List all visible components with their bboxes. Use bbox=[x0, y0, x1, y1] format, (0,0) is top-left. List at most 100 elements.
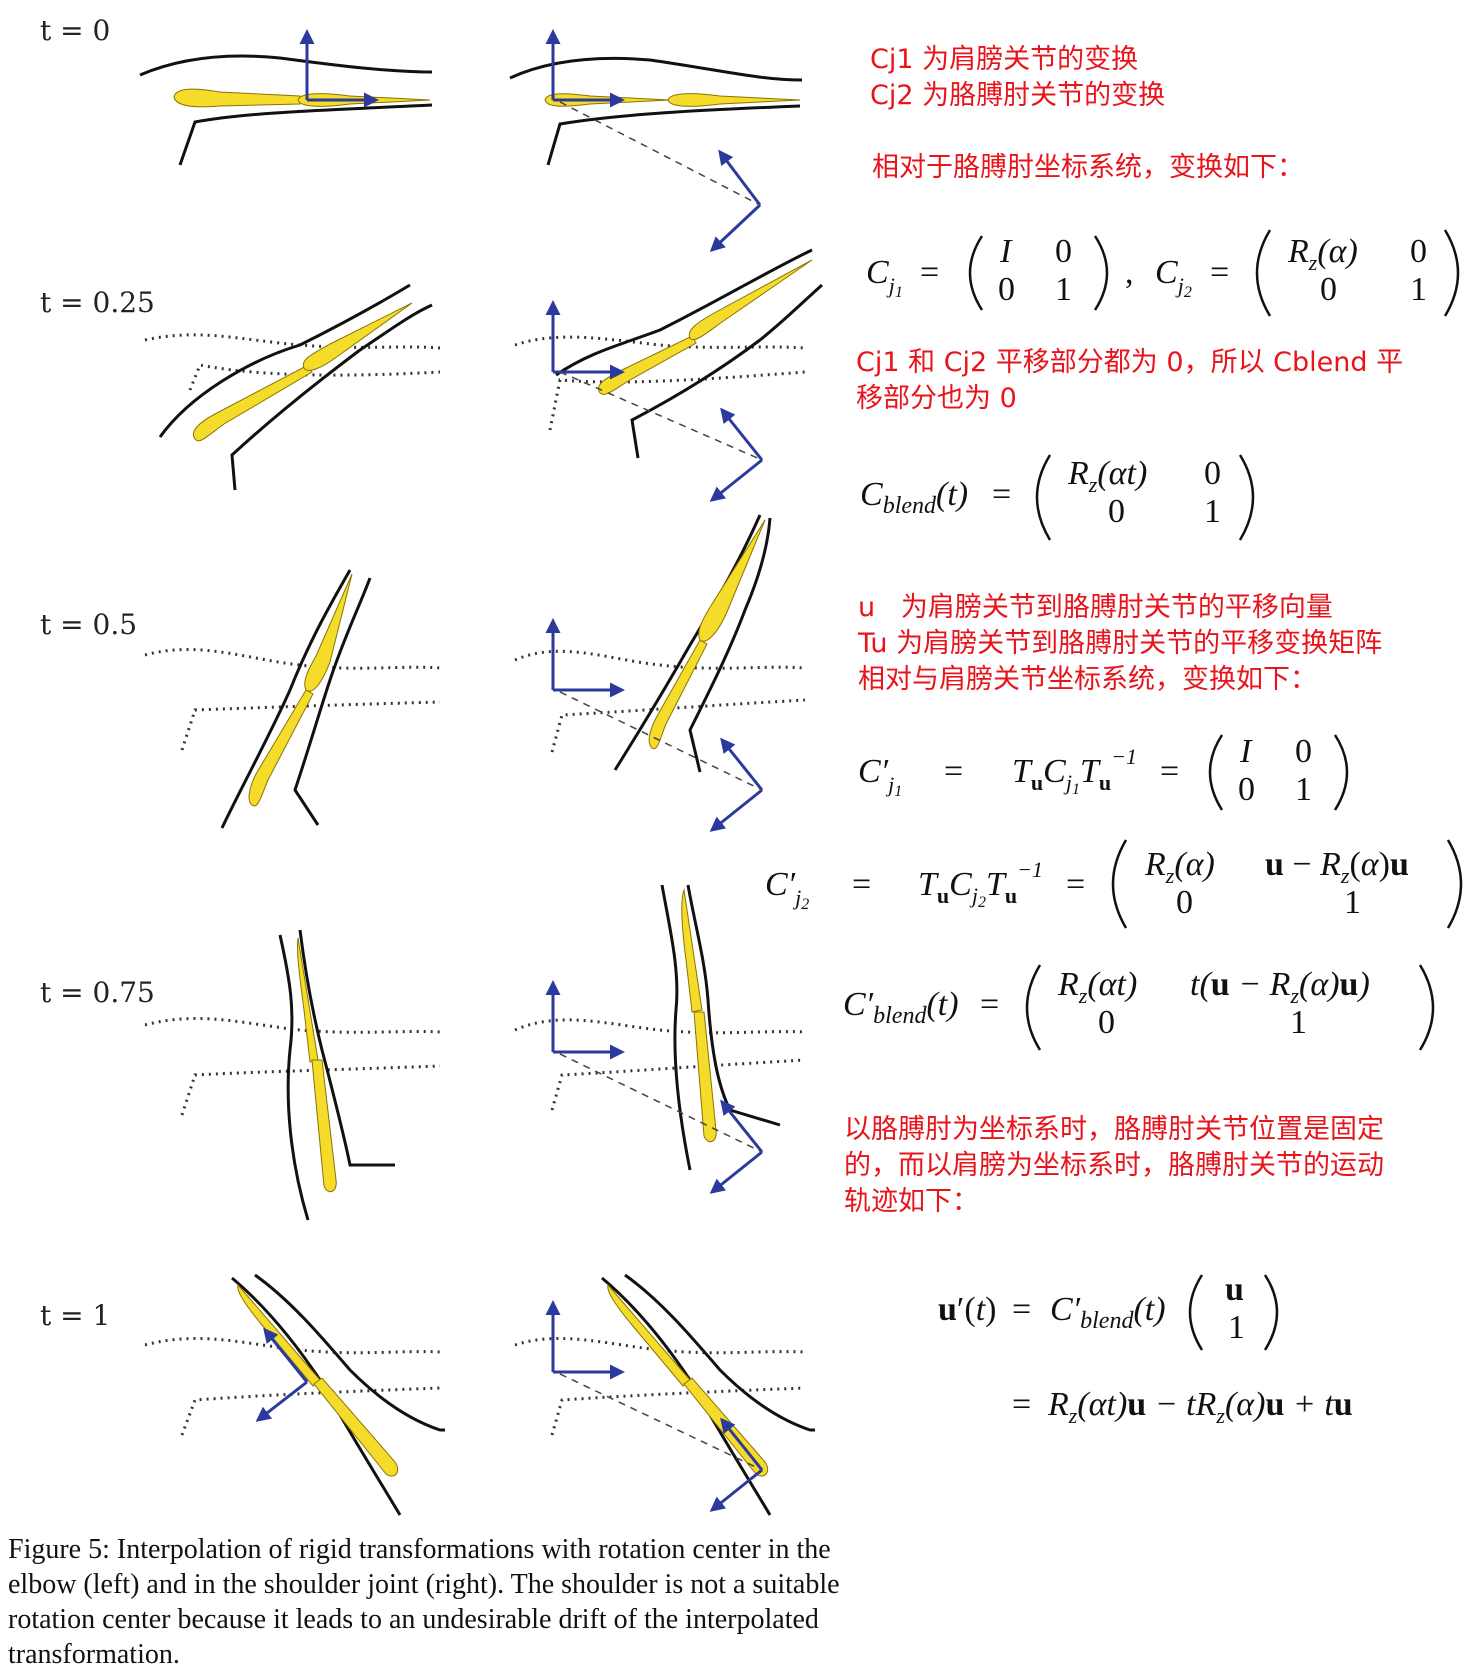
axes-right-t05 bbox=[545, 618, 764, 832]
equation-cj1-prime: C′j1 = TuCj1Tu−1 = I 0 0 1 bbox=[858, 733, 1349, 811]
axes-right-t0 bbox=[545, 29, 762, 253]
time-label-075: t = 0.75 bbox=[40, 976, 155, 1009]
svg-text:Rz(α): Rz(α) bbox=[1144, 846, 1215, 888]
note-relative-elbow: 相对于胳膊肘坐标系统，变换如下： bbox=[872, 152, 1304, 183]
equation-cj1-cj2: Cj1 = I 0 0 1 , Cj2 = Rz(α) 0 0 1 bbox=[866, 229, 1460, 317]
note-translation-zero: Cj1 和 Cj2 平移部分都为 0，所以 Cblend 平 移部分也为 0 bbox=[856, 347, 1404, 414]
svg-text:I: I bbox=[1239, 733, 1253, 770]
svg-text:Cj1: Cj1 bbox=[866, 254, 903, 301]
svg-text:0: 0 bbox=[998, 271, 1015, 308]
drift-line-t05 bbox=[559, 691, 763, 791]
arm-right-t075 bbox=[660, 884, 781, 1171]
axes-left-t0 bbox=[299, 29, 379, 108]
svg-text:=: = bbox=[1160, 753, 1179, 790]
axes-right-t025 bbox=[545, 300, 764, 502]
skin-right-t025 bbox=[514, 335, 806, 431]
skin-left-t05 bbox=[144, 648, 441, 751]
equation-cblend-prime: C′blend(t) = Rz(αt) t(u − Rz(α)u) 0 1 bbox=[843, 964, 1435, 1051]
skin-right-t075 bbox=[514, 1018, 806, 1111]
svg-text:C′blend(t): C′blend(t) bbox=[1050, 1291, 1166, 1334]
svg-text:=: = bbox=[1012, 1386, 1031, 1423]
equation-cblend: Cblend(t) = Rz(αt) 0 0 1 bbox=[860, 454, 1255, 541]
axes-left-t1 bbox=[255, 1327, 309, 1422]
svg-text:0: 0 bbox=[1295, 733, 1312, 770]
bone-left-t075 bbox=[296, 937, 337, 1193]
time-label-0: t = 0 bbox=[40, 14, 110, 47]
drift-line-t075 bbox=[559, 1053, 763, 1153]
svg-text:=: = bbox=[1012, 1291, 1031, 1328]
drift-line-t1 bbox=[559, 1373, 763, 1471]
svg-text:Rz(αt): Rz(αt) bbox=[1057, 966, 1137, 1008]
svg-text:u − Rz(α)u: u − Rz(α)u bbox=[1265, 846, 1409, 888]
figure-caption: Figure 5: Interpolation of rigid transfo… bbox=[8, 1534, 840, 1670]
equation-cj2-prime: C′j2 = TuCj2Tu−1 = Rz(α) u − Rz(α)u 0 1 bbox=[765, 839, 1463, 929]
svg-text:C′j1: C′j1 bbox=[858, 753, 902, 800]
svg-text:=: = bbox=[920, 254, 939, 291]
svg-text:I: I bbox=[999, 233, 1013, 270]
svg-text:0: 0 bbox=[1055, 233, 1072, 270]
svg-text:=: = bbox=[1066, 866, 1085, 903]
svg-text:,: , bbox=[1125, 254, 1134, 291]
arm-left-t075 bbox=[278, 929, 395, 1221]
arm-right-t025 bbox=[555, 248, 823, 459]
skin-right-t05 bbox=[514, 649, 806, 753]
svg-text:Rz(αt): Rz(αt) bbox=[1067, 455, 1147, 497]
note-trajectory: 以胳膊肘为坐标系时，胳膊肘关节位置是固定 的，而以肩膀为坐标系时，胳膊肘关节的运… bbox=[844, 1114, 1384, 1217]
note-u-definition: u 为肩膀关节到胳膊肘关节的平移向量 Tu 为肩膀关节到胳膊肘关节的平移变换矩阵… bbox=[858, 592, 1383, 695]
svg-text:0: 0 bbox=[1108, 493, 1125, 530]
note-cj-definitions: Cj1 为肩膀关节的变换 Cj2 为胳膊肘关节的变换 bbox=[870, 44, 1166, 111]
svg-text:1: 1 bbox=[1344, 884, 1361, 921]
svg-text:1: 1 bbox=[1228, 1309, 1245, 1346]
svg-text:0: 0 bbox=[1320, 271, 1337, 308]
bone-left-t0 bbox=[173, 88, 431, 108]
arm-right-t0 bbox=[509, 56, 803, 166]
svg-text:Rz(αt)u − tRz(α)u + tu: Rz(αt)u − tRz(α)u + tu bbox=[1047, 1386, 1353, 1428]
svg-text:1: 1 bbox=[1290, 1004, 1307, 1041]
svg-text:0: 0 bbox=[1410, 233, 1427, 270]
svg-text:u: u bbox=[1225, 1271, 1244, 1308]
time-label-05: t = 0.5 bbox=[40, 608, 137, 641]
svg-text:Cj2: Cj2 bbox=[1155, 254, 1192, 301]
svg-text:0: 0 bbox=[1176, 884, 1193, 921]
svg-text:u′(t): u′(t) bbox=[938, 1291, 996, 1328]
svg-text:t(u − Rz(α)u): t(u − Rz(α)u) bbox=[1190, 966, 1370, 1008]
arm-right-t05 bbox=[613, 514, 772, 773]
bone-right-t05 bbox=[648, 519, 766, 750]
svg-text:1: 1 bbox=[1410, 271, 1427, 308]
arm-left-t0 bbox=[139, 54, 433, 166]
equation-u-prime: u′(t) = C′blend(t) u 1 = Rz(αt)u − tRz(α… bbox=[938, 1271, 1353, 1428]
svg-text:=: = bbox=[852, 866, 871, 903]
skin-left-t1 bbox=[144, 1337, 441, 1436]
svg-text:C′j2: C′j2 bbox=[765, 866, 809, 913]
svg-text:=: = bbox=[944, 753, 963, 790]
svg-text:TuCj1Tu−1: TuCj1Tu−1 bbox=[1012, 744, 1137, 798]
bone-right-t025 bbox=[598, 259, 813, 395]
skin-right-t1 bbox=[514, 1337, 806, 1436]
svg-text:TuCj2Tu−1: TuCj2Tu−1 bbox=[918, 857, 1043, 911]
svg-text:1: 1 bbox=[1204, 493, 1221, 530]
bone-left-t1 bbox=[237, 1283, 399, 1477]
arm-left-t05 bbox=[220, 569, 372, 829]
svg-text:0: 0 bbox=[1098, 1004, 1115, 1041]
axes-right-t1 bbox=[545, 1300, 764, 1512]
svg-text:1: 1 bbox=[1055, 271, 1072, 308]
svg-text:C′blend(t): C′blend(t) bbox=[843, 986, 959, 1029]
svg-text:=: = bbox=[1210, 254, 1229, 291]
axes-right-t075 bbox=[545, 980, 764, 1194]
bone-left-t025 bbox=[192, 302, 413, 442]
time-label-1: t = 1 bbox=[40, 1299, 110, 1332]
bone-right-t075 bbox=[681, 888, 717, 1143]
svg-text:Rz(α): Rz(α) bbox=[1287, 233, 1358, 275]
svg-text:1: 1 bbox=[1295, 771, 1312, 808]
arm-right-t1 bbox=[601, 1273, 815, 1516]
svg-text:Cblend(t): Cblend(t) bbox=[860, 476, 968, 519]
drift-line-t025 bbox=[559, 371, 763, 461]
svg-text:=: = bbox=[992, 476, 1011, 513]
svg-text:=: = bbox=[980, 986, 999, 1023]
time-label-025: t = 0.25 bbox=[40, 286, 155, 319]
svg-text:0: 0 bbox=[1238, 771, 1255, 808]
svg-text:0: 0 bbox=[1204, 455, 1221, 492]
bone-left-t05 bbox=[248, 573, 353, 807]
drift-line-t0 bbox=[559, 101, 761, 206]
